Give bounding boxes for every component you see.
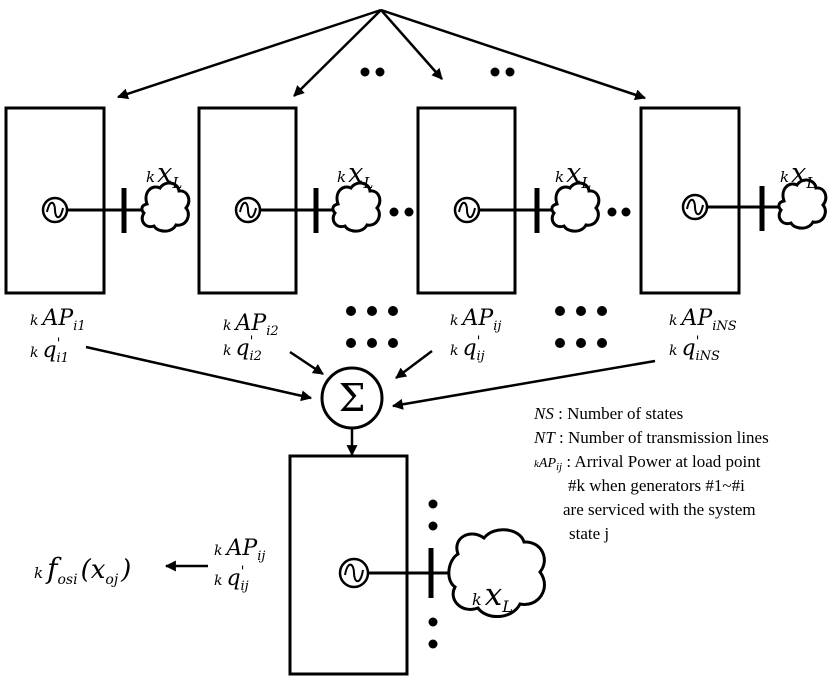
legend-line-5: are serviced with the system bbox=[563, 500, 756, 519]
load-label-1: kxL bbox=[146, 158, 182, 192]
load-label-3: kxL bbox=[555, 158, 591, 192]
generator-sine bbox=[239, 201, 257, 219]
arrow-to-unit-3 bbox=[380, 9, 443, 80]
generator-unit-1 bbox=[4, 106, 191, 295]
ellipsis-middle bbox=[346, 306, 607, 348]
generator-sine bbox=[686, 198, 704, 216]
load-labels: kxL kxL kxL kxL bbox=[146, 158, 816, 192]
legend-line-4: #k when generators #1~#i bbox=[568, 476, 745, 495]
ellipsis-unit-2 bbox=[389, 207, 414, 217]
load-label-4: kxL bbox=[780, 158, 816, 192]
legend-ap: kAPij : Arrival Power at load point bbox=[534, 452, 761, 473]
load-label-lower: kxL bbox=[472, 577, 513, 616]
sum-arrow-3 bbox=[395, 350, 433, 379]
generator-sine bbox=[458, 201, 476, 219]
sum-arrow-2 bbox=[289, 350, 324, 376]
legend-ns: NS : Number of states bbox=[533, 404, 683, 423]
generator-unit-lower: kxL bbox=[288, 454, 546, 676]
sum-arrow-1 bbox=[85, 345, 313, 402]
load-cloud-icon bbox=[777, 178, 828, 230]
load-cloud-icon bbox=[140, 181, 191, 233]
load-cloud-icon bbox=[447, 528, 546, 618]
legend-line-6: state j bbox=[569, 524, 609, 543]
arrow-to-unit-1 bbox=[116, 8, 382, 100]
ellipsis-top bbox=[360, 67, 515, 77]
generator-sine bbox=[344, 563, 364, 583]
arrow-to-unit-4 bbox=[380, 8, 647, 101]
arrow-to-unit-2 bbox=[293, 9, 382, 97]
distribution-arrows bbox=[116, 8, 647, 101]
generator-sine bbox=[46, 201, 64, 219]
legend: NS : Number of states NT : Number of tra… bbox=[533, 404, 769, 543]
summation-input-arrows bbox=[85, 345, 656, 410]
generator-unit-2 bbox=[197, 106, 382, 295]
legend-nt: NT : Number of transmission lines bbox=[533, 428, 769, 447]
sum-arrow-4 bbox=[391, 359, 656, 410]
load-cloud-icon bbox=[331, 181, 382, 233]
summation-node: Σ bbox=[320, 366, 384, 430]
load-label-2: kxL bbox=[337, 158, 373, 192]
sum-symbol: Σ bbox=[339, 376, 366, 420]
ellipsis-unit-3 bbox=[607, 207, 631, 217]
load-cloud-icon bbox=[550, 181, 601, 233]
generator-unit-4 bbox=[639, 106, 828, 295]
unit-box bbox=[288, 454, 409, 676]
ellipsis-vertical bbox=[428, 499, 438, 649]
generator-unit-3 bbox=[416, 106, 601, 295]
